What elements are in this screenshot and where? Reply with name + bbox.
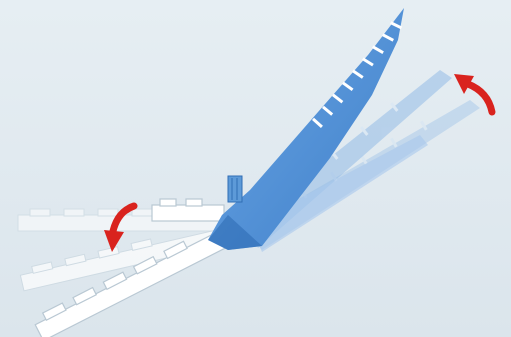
curved-arrow-up-icon [454, 74, 496, 116]
blue-arm-main [208, 8, 404, 250]
curved-arrow-down-icon [104, 202, 138, 252]
white-brick-main [34, 225, 237, 337]
blue-arm-ghost-near [250, 135, 428, 252]
white-brick-small [151, 198, 225, 222]
